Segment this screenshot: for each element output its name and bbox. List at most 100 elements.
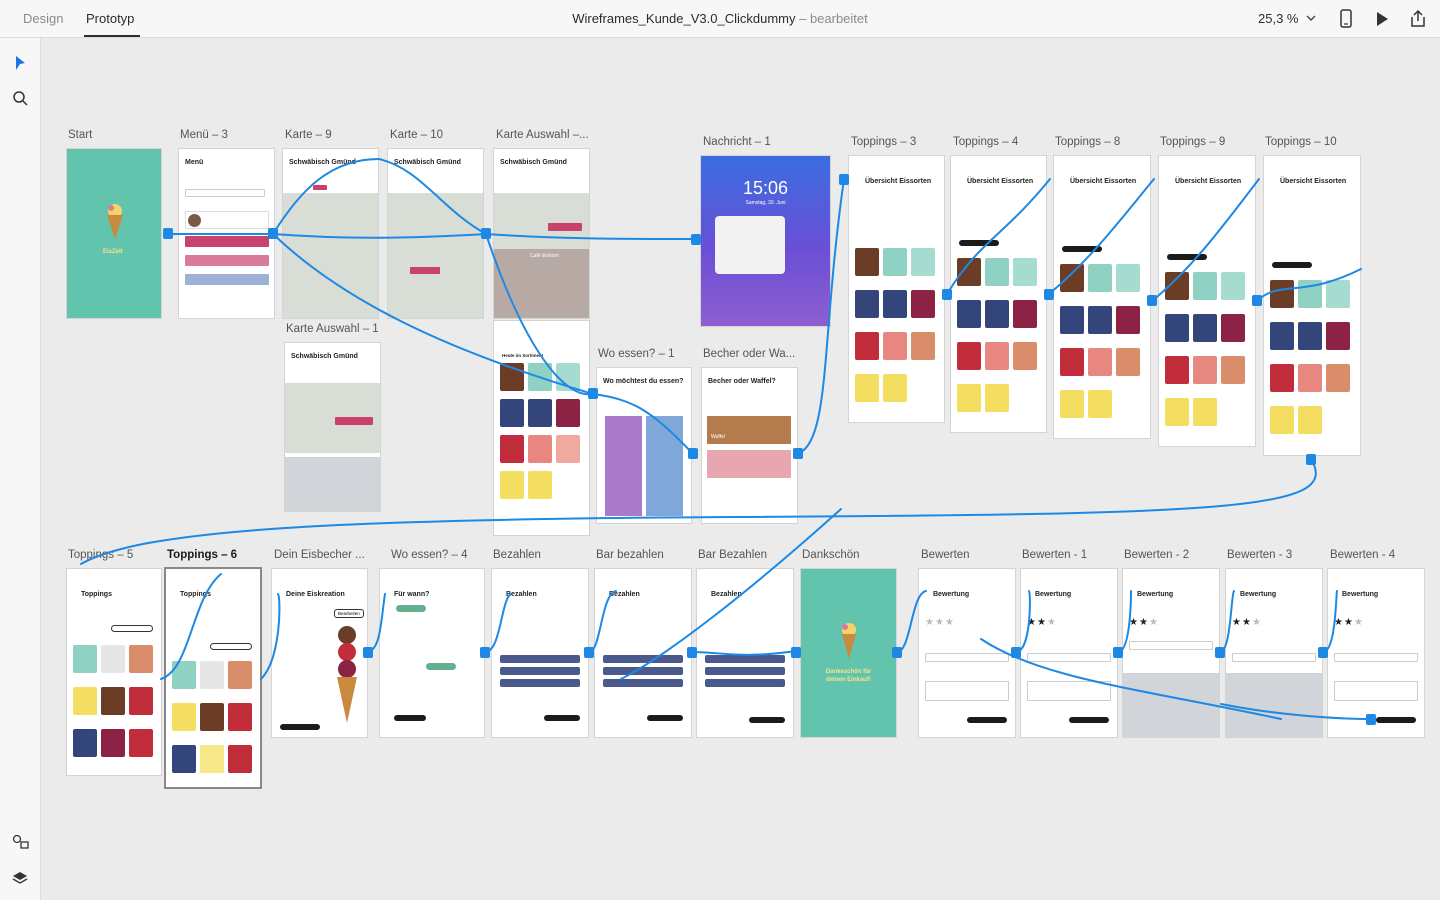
menu-item-einstellungen[interactable]	[185, 274, 269, 285]
payment-paypal[interactable]	[603, 655, 683, 663]
artboard-label-start[interactable]: Start	[68, 129, 93, 141]
search-input[interactable]	[185, 189, 265, 197]
flavor-tile[interactable]	[1298, 364, 1322, 392]
rating-star[interactable]: ★	[1149, 617, 1158, 628]
topping-tile[interactable]	[172, 703, 196, 731]
rating-star[interactable]: ★	[1334, 617, 1343, 628]
artboard-label-toppings3[interactable]: Toppings – 3	[851, 136, 917, 148]
rating-star[interactable]: ★	[945, 617, 954, 628]
flavor-tile[interactable]	[500, 399, 524, 427]
flavor-tile[interactable]	[985, 384, 1009, 412]
payment-spaeter-bar[interactable]	[705, 679, 785, 687]
bestellen-button[interactable]	[544, 715, 580, 721]
weiter-button[interactable]	[1272, 262, 1312, 268]
time-chip-jetzt[interactable]	[396, 605, 426, 612]
keyboard[interactable]	[1123, 673, 1219, 737]
flavor-tile[interactable]	[1060, 306, 1084, 334]
flavor-tile[interactable]	[1326, 280, 1350, 308]
topping-tile[interactable]	[228, 745, 252, 773]
bezahlen-button[interactable]	[749, 717, 785, 723]
flavor-tile[interactable]	[957, 300, 981, 328]
flavor-tile[interactable]	[1221, 356, 1245, 384]
rating-star[interactable]: ★	[1344, 617, 1353, 628]
artboard-dankschoen[interactable]: Dankeschön für deinen Einkauf!	[801, 569, 896, 737]
artboard-bar-bezahlen[interactable]: Bezahlen	[595, 569, 691, 737]
payment-spaeter-bar[interactable]	[500, 679, 580, 687]
tab-design[interactable]: Design	[23, 11, 64, 26]
map-popup[interactable]	[410, 267, 440, 274]
flavor-tile[interactable]	[1193, 314, 1217, 342]
flavor-tile[interactable]	[1193, 398, 1217, 426]
flavor-tile[interactable]	[911, 248, 935, 276]
topping-tile[interactable]	[228, 661, 252, 689]
flavor-tile[interactable]	[1298, 406, 1322, 434]
topping-tile[interactable]	[129, 729, 153, 757]
artboard-bewerten4[interactable]: Bewertung ★ ★ ★	[1328, 569, 1424, 737]
weiter-button[interactable]	[959, 240, 999, 246]
flavor-tile[interactable]	[957, 342, 981, 370]
artboard-bewerten1[interactable]: Bewertung ★ ★ ★	[1021, 569, 1117, 737]
rating-star[interactable]: ★	[1232, 617, 1241, 628]
rating-star[interactable]: ★	[1027, 617, 1036, 628]
map-popup[interactable]	[335, 417, 373, 425]
artboard-label-bewerten3[interactable]: Bewerten - 3	[1227, 549, 1293, 561]
flavor-tile[interactable]	[1165, 314, 1189, 342]
flavor-tile[interactable]	[1298, 322, 1322, 350]
assets-icon[interactable]	[12, 834, 30, 850]
topping-tile[interactable]	[200, 661, 224, 689]
comment-field[interactable]	[925, 681, 1009, 701]
artboard-label-wo-essen1[interactable]: Wo essen? – 1	[598, 348, 675, 360]
flavor-tile[interactable]	[1165, 356, 1189, 384]
artboard-karte-auswahl1[interactable]: Schwäbisch Gmünd	[285, 343, 380, 511]
bestellen-button[interactable]	[394, 715, 426, 721]
zoom-level[interactable]: 25,3 %	[1258, 11, 1299, 26]
artboard-label-dankschoen[interactable]: Dankschön	[802, 549, 860, 561]
flavor-tile[interactable]	[1326, 322, 1350, 350]
suggestion-field[interactable]	[1232, 653, 1316, 662]
rating-star[interactable]: ★	[1354, 617, 1363, 628]
topping-tile[interactable]	[73, 687, 97, 715]
flavor-tile[interactable]	[1165, 398, 1189, 426]
artboard-bewerten3[interactable]: Bewertung ★ ★ ★	[1226, 569, 1322, 737]
chevron-down-icon[interactable]	[1305, 12, 1317, 24]
flavor-tile[interactable]	[1270, 364, 1294, 392]
rating-star[interactable]: ★	[1139, 617, 1148, 628]
artboard-karte-auswahl[interactable]: Schwäbisch Gmünd Café Eishorn	[494, 149, 589, 318]
topping-tile[interactable]	[101, 645, 125, 673]
flavor-tile[interactable]	[1088, 348, 1112, 376]
share-icon[interactable]	[1409, 9, 1427, 29]
flavor-tile[interactable]	[1088, 390, 1112, 418]
topping-tile[interactable]	[101, 687, 125, 715]
flavor-tile[interactable]	[1013, 258, 1037, 286]
artboard-label-toppings10[interactable]: Toppings – 10	[1265, 136, 1337, 148]
zoom-icon[interactable]	[12, 90, 28, 106]
flavor-tile[interactable]	[883, 332, 907, 360]
topping-tile[interactable]	[73, 645, 97, 673]
topping-tile[interactable]	[73, 729, 97, 757]
artboard-label-karte10[interactable]: Karte – 10	[390, 129, 444, 141]
flavor-tile[interactable]	[1060, 348, 1084, 376]
bestellen-button[interactable]	[647, 715, 683, 721]
weiter-button[interactable]	[1167, 254, 1207, 260]
artboard-nachricht1[interactable]: 15:06 Samstag, 30. Juni	[701, 156, 830, 326]
comment-field[interactable]	[1027, 681, 1111, 701]
artboard-label-nachricht1[interactable]: Nachricht – 1	[703, 136, 771, 148]
artboard-toppings6[interactable]: Toppings	[166, 569, 260, 787]
artboard-label-toppings4[interactable]: Toppings – 4	[953, 136, 1019, 148]
rating-star[interactable]: ★	[1047, 617, 1056, 628]
flavor-tile[interactable]	[1013, 300, 1037, 328]
artboard-start[interactable]: EisZeit	[67, 149, 161, 318]
notification-dialog[interactable]	[715, 216, 785, 274]
artboard-label-karte-auswahl1[interactable]: Karte Auswahl – 1	[286, 323, 379, 335]
artboard-label-karte9[interactable]: Karte – 9	[285, 129, 332, 141]
topping-tile[interactable]	[228, 703, 252, 731]
absenden-button[interactable]	[1376, 717, 1416, 723]
artboard-dein-eisbecher[interactable]: Deine Eiskreation Bearbeiten	[272, 569, 367, 737]
flavor-tile[interactable]	[1088, 306, 1112, 334]
menu-item-eisdielen[interactable]	[185, 236, 269, 247]
topping-tile[interactable]	[200, 745, 224, 773]
select-arrow-icon[interactable]	[12, 54, 28, 72]
rating-star[interactable]: ★	[1129, 617, 1138, 628]
option-in-der-eisdiele[interactable]	[605, 416, 642, 516]
artboard-label-bar-bezahlen[interactable]: Bar bezahlen	[596, 549, 664, 561]
